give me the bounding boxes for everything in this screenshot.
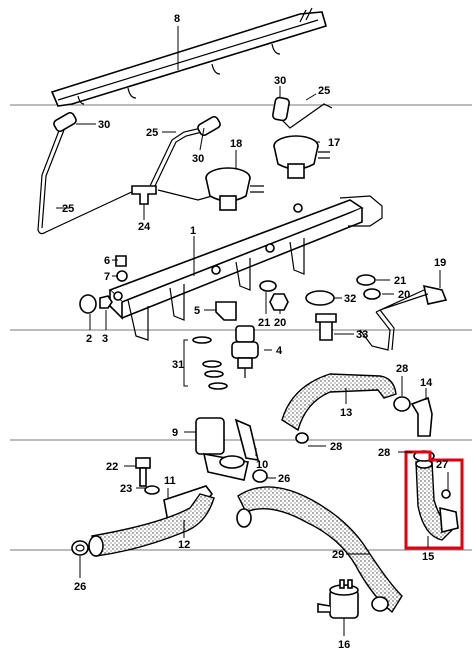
label-part-25c: 25 [62, 203, 74, 215]
label-part-27: 27 [436, 459, 448, 471]
label-part-32: 32 [344, 293, 356, 305]
label-part-28b: 28 [330, 441, 342, 453]
label-part-21b: 21 [394, 275, 406, 287]
label-part-28a: 28 [396, 363, 408, 375]
part-13-hose [281, 373, 397, 444]
label-part-22: 22 [106, 461, 118, 473]
label-part-4: 4 [276, 345, 283, 357]
label-part-8: 8 [174, 13, 180, 25]
label-part-12: 12 [178, 539, 190, 551]
part-10-connector [234, 418, 260, 461]
parts-6-7-2-3-bolts-washers [79, 255, 128, 314]
label-part-16: 16 [338, 639, 350, 651]
part-15-hose [415, 459, 459, 541]
part-24-t-piece [131, 185, 157, 205]
label-part-24: 24 [138, 221, 151, 233]
part-1-fuel-rail [108, 195, 383, 341]
part-8-cover [50, 7, 327, 107]
label-part-18: 18 [230, 138, 242, 150]
part-26-clamp-mid [252, 469, 268, 483]
label-part-14: 14 [420, 377, 433, 389]
part-5-clip [215, 301, 237, 321]
label-part-1: 1 [190, 225, 196, 237]
part-30-hose-connectors [53, 96, 333, 137]
part-18-pressure-regulator [205, 167, 264, 211]
part-20-21-washer-nut-left [259, 280, 289, 311]
label-part-3: 3 [102, 333, 108, 345]
label-part-33: 33 [356, 329, 368, 341]
label-part-20b: 20 [398, 289, 410, 301]
part-22-23-bolt-washer [135, 457, 160, 495]
part-32-21-20-washers-right [305, 274, 381, 341]
part-25-fuel-line-left [37, 125, 213, 235]
part-16-valve [317, 579, 359, 619]
label-part-20a: 20 [274, 317, 286, 329]
label-part-10: 10 [256, 459, 268, 471]
label-part-6: 6 [104, 255, 110, 267]
label-part-30a: 30 [98, 119, 110, 131]
label-part-29: 29 [332, 549, 344, 561]
label-part-17: 17 [328, 137, 340, 149]
leader-lines [56, 26, 449, 636]
label-part-11: 11 [164, 475, 176, 487]
label-part-25b: 25 [146, 127, 158, 139]
label-part-5: 5 [194, 305, 200, 317]
label-part-2: 2 [86, 333, 92, 345]
label-part-19: 19 [434, 257, 446, 269]
label-part-7: 7 [104, 271, 110, 283]
part-9-valve [195, 417, 249, 481]
part-19-fuel-line [359, 284, 448, 351]
part-14-elbow [410, 396, 433, 437]
label-part-15: 15 [422, 551, 434, 563]
label-part-25a: 25 [318, 85, 330, 97]
part-31-seals [192, 336, 228, 390]
label-part-21a: 21 [258, 317, 270, 329]
label-part-13: 13 [340, 407, 352, 419]
label-part-23: 23 [120, 483, 132, 495]
label-part-26b: 26 [74, 581, 86, 593]
part-17-pressure-damper [273, 135, 330, 179]
label-part-30c: 30 [192, 153, 204, 165]
label-part-28c: 28 [378, 447, 390, 459]
label-part-30b: 30 [274, 75, 286, 87]
label-part-26a: 26 [278, 473, 290, 485]
label-part-31: 31 [172, 359, 184, 371]
label-part-9: 9 [172, 427, 178, 439]
part-26-clamp-lower [71, 540, 89, 556]
part-4-injector [231, 325, 259, 378]
part-28-clamp-upper [393, 396, 411, 412]
part-12-hose [88, 493, 215, 557]
part-29-hose [236, 486, 403, 614]
highlight-box-part-15 [404, 450, 464, 550]
part-labels: 8 30 30 25 25 30 18 17 24 25 1 6 7 2 3 5… [62, 13, 448, 651]
